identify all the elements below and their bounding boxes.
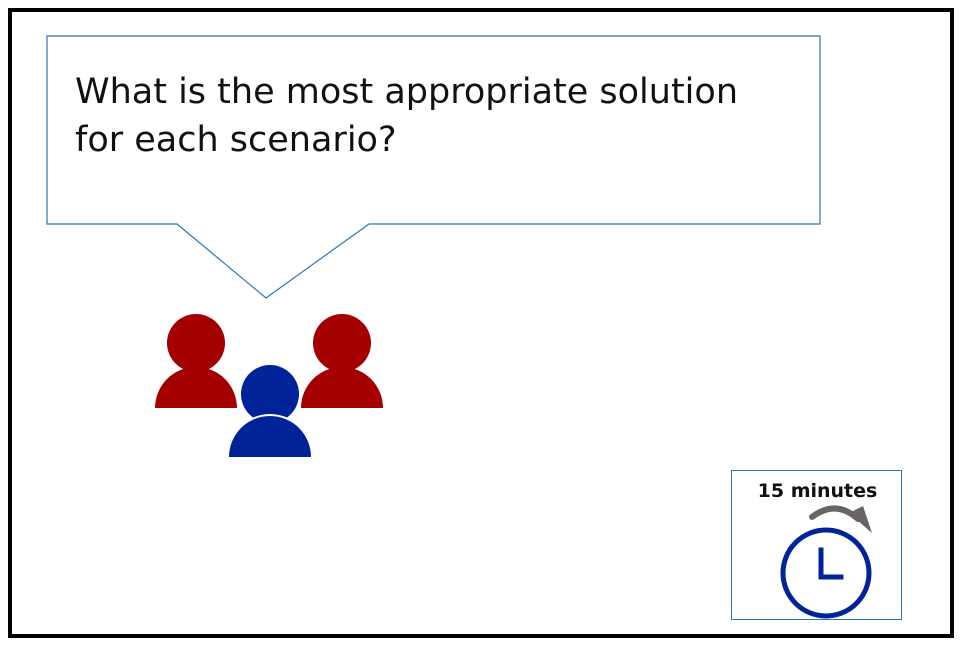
timer-box: 15 minutes [731, 470, 902, 620]
clockwise-arrow-icon [809, 505, 872, 533]
question-text: What is the most appropriate solution fo… [75, 72, 739, 160]
timer-label: 15 minutes [757, 480, 878, 502]
person-center-icon [227, 363, 313, 457]
clock-icon [780, 505, 872, 619]
person-right-icon [301, 314, 383, 408]
person-left-icon [155, 314, 237, 408]
